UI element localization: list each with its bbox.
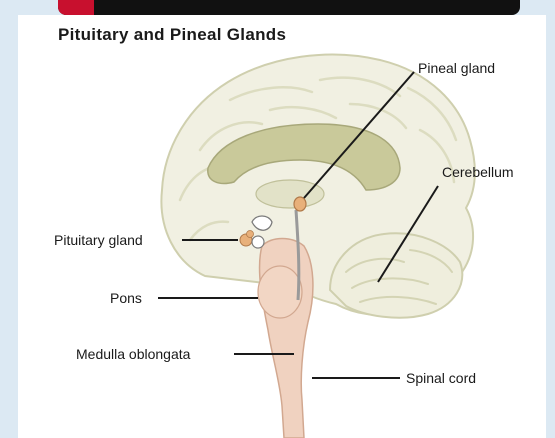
label-cerebellum: Cerebellum	[442, 164, 514, 180]
pineal-gland-shape	[294, 197, 306, 211]
label-pineal-gland: Pineal gland	[418, 60, 495, 76]
label-medulla-oblongata: Medulla oblongata	[76, 346, 191, 362]
label-spinal-cord: Spinal cord	[406, 370, 476, 386]
label-pons: Pons	[110, 290, 142, 306]
thalamus	[256, 180, 324, 208]
label-pituitary-gland: Pituitary gland	[54, 232, 143, 248]
pons-shape	[258, 266, 302, 318]
